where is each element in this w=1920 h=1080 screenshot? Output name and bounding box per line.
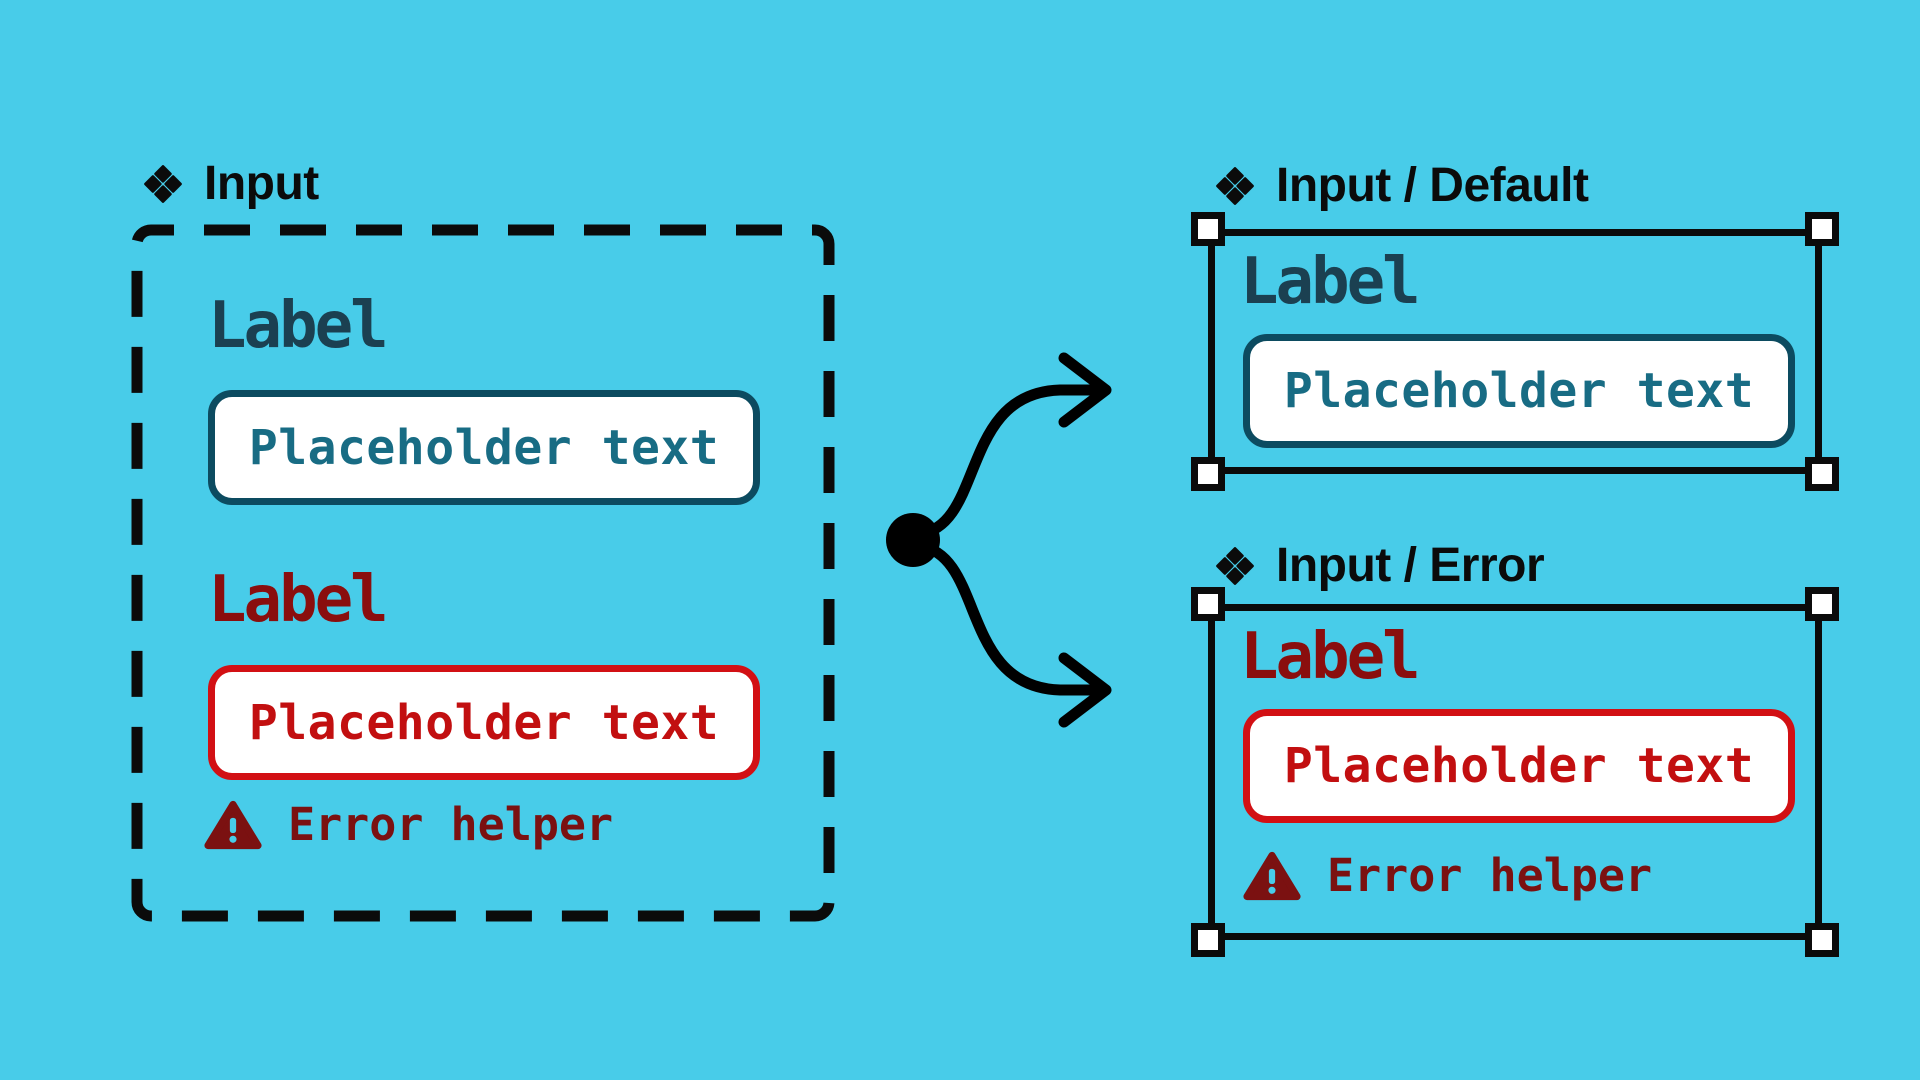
field-label-default: Label: [208, 289, 389, 363]
variant-default-frame[interactable]: Label: [1191, 212, 1839, 491]
field-label-error: Label: [208, 563, 389, 637]
warning-triangle-icon: [204, 800, 262, 850]
field-label-default: Label: [1240, 245, 1421, 319]
corner-handle[interactable]: [1805, 212, 1839, 246]
component-diamonds-icon: [1212, 543, 1258, 589]
component-diamonds-icon: [140, 161, 186, 207]
variant-flow-arrow: [886, 352, 1112, 728]
anchor-dot: [886, 513, 940, 567]
variant-default-title[interactable]: Input / Default: [1276, 159, 1589, 212]
master-component-title[interactable]: Input: [204, 157, 319, 210]
warning-triangle-icon: [1243, 851, 1301, 901]
error-helper-row: Error helper: [1243, 849, 1652, 902]
text-input-default[interactable]: [1243, 334, 1795, 448]
corner-handle[interactable]: [1805, 457, 1839, 491]
variant-error-frame[interactable]: Label Error helper: [1191, 587, 1839, 957]
text-input-default[interactable]: [208, 390, 760, 505]
corner-handle[interactable]: [1191, 212, 1225, 246]
corner-handle[interactable]: [1191, 457, 1225, 491]
error-helper-text: Error helper: [288, 798, 614, 851]
corner-handle[interactable]: [1191, 923, 1225, 957]
text-input-error[interactable]: [208, 665, 760, 780]
error-helper-row: Error helper: [204, 798, 613, 851]
master-component-header[interactable]: Input: [140, 156, 319, 211]
corner-handle[interactable]: [1805, 923, 1839, 957]
variant-error-title[interactable]: Input / Error: [1276, 539, 1545, 592]
variant-error-header[interactable]: Input / Error: [1212, 538, 1545, 593]
corner-handle[interactable]: [1191, 587, 1225, 621]
corner-handle[interactable]: [1805, 587, 1839, 621]
component-diamonds-icon: [1212, 163, 1258, 209]
text-input-error[interactable]: [1243, 709, 1795, 823]
error-helper-text: Error helper: [1327, 849, 1653, 902]
variant-default-header[interactable]: Input / Default: [1212, 158, 1589, 213]
field-label-error: Label: [1240, 620, 1421, 694]
